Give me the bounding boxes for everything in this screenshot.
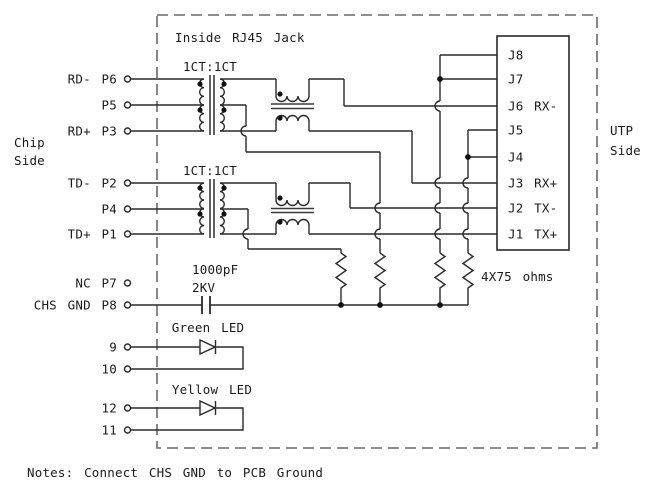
chip-pin-label-11: 11 [102,423,117,438]
resistor-array-label: 4X75 ohms [481,269,554,284]
dot-rx-pri-top [197,81,203,87]
rx-choke-windings [275,79,310,131]
chip-pin-label-9: 9 [109,340,117,355]
junction-bus-2 [377,302,383,308]
tx-transformer-core [209,179,215,238]
dot-tx-choke-bottom [277,219,283,225]
chip-pin-terminals [123,75,132,434]
jack-pin-label-j5: J5 [508,123,523,138]
green-led-label: Green LED [172,320,245,335]
rx-choke [271,79,314,131]
junction-j4 [465,154,471,160]
jack-pin-label-j2: J2 TX- [508,201,557,216]
chip-pin-label-p7: NC P7 [75,276,117,291]
chip-pin-label-p3: RD+ P3 [68,124,117,139]
pin-terminal-p4 [123,205,132,213]
dot-rx-choke-top [277,91,283,97]
yellow-led-label: Yellow LED [172,382,252,397]
capacitor-rating-label: 2KV [192,280,215,295]
chip-pin-label-p2: TD- P2 [68,176,117,191]
jack-pin-label-j6: J6 RX- [508,99,557,114]
yellow-led-circuit [130,399,244,431]
capacitor-value-label: 1000pF [192,262,238,277]
dot-tx-pri-top [197,185,203,191]
jack-pin-label-j3: J3 RX+ [508,176,557,191]
jack-pin-label-j7: J7 [508,72,523,87]
pin-terminal-p6 [123,75,132,83]
notes-text: Notes: Connect CHS GND to PCB Ground [27,465,323,480]
chip-pin-label-p8: CHS GND P8 [34,298,117,313]
chip-pin-label-p4: P4 [102,202,117,217]
utp-side-label-2: Side [610,143,641,158]
pin-terminal-12 [123,404,132,412]
chip-pin-label-10: 10 [102,362,117,377]
chip-pin-label-p5: P5 [102,98,117,113]
dot-rx-sec-top [221,81,227,87]
chip-pin-label-p1: TD+ P1 [68,227,117,242]
dot-rx-choke-bottom [277,115,283,121]
chip-pin-label-12: 12 [102,401,117,416]
junction-dots [338,76,471,308]
resistor-4 [461,252,475,305]
dot-tx-sec-mid [221,211,227,217]
pin-terminal-p3 [123,127,132,135]
j8-j7-termination-wires [434,54,497,253]
pin-terminal-p2 [123,179,132,187]
dot-tx-sec-top [221,185,227,191]
pin-terminal-p1 [123,230,132,238]
rx-ratio-label: 1CT:1CT [183,59,237,74]
tx-choke-core [271,207,314,214]
polarity-dots [197,81,283,225]
tx-primary-winding [199,182,205,235]
resistor-3 [433,252,447,305]
resistor-1 [334,252,348,305]
chip-pin-label-p6: RD- P6 [68,72,117,87]
rx-choke-core [271,103,314,110]
chip-pin-wires [130,78,204,235]
pin-terminal-p8 [123,301,132,309]
junction-bus-1 [338,302,344,308]
rx-transformer-core [209,75,215,135]
rx-route-wires [220,78,497,184]
resistor-2 [373,252,387,305]
tx-ratio-label: 1CT:1CT [183,163,237,178]
tx-choke-windings [275,183,310,234]
pin-terminal-10 [123,365,132,373]
rx-primary-winding [198,78,205,132]
tx-choke [271,183,314,234]
j5-j4-termination-wires [462,129,497,253]
junction-bus-3 [437,302,443,308]
dot-rx-sec-mid [221,107,227,113]
pin-terminal-p5 [123,101,132,109]
jack-shield-boundary [156,14,598,449]
green-led-circuit [130,338,244,370]
chip-side-label-1: Chip [14,135,45,150]
dot-tx-choke-top [277,195,283,201]
rj45-jack-box [496,35,570,251]
utp-side-label-1: UTP [610,123,633,138]
pin-terminal-11 [123,426,132,434]
junction-j7 [437,76,443,82]
pin-terminal-p7 [123,279,132,287]
dot-tx-pri-mid [197,211,203,217]
jack-pin-label-j8: J8 [508,48,523,63]
chip-side-label-2: Side [14,153,45,168]
dot-rx-pri-mid [197,107,203,113]
jack-pin-label-j1: J1 TX+ [508,227,557,242]
inside-jack-title: Inside RJ45 Jack [175,30,305,45]
capacitor [201,296,211,314]
tx-route-wires [220,182,497,250]
jack-pin-label-j4: J4 [508,150,523,165]
rx-centertap-drop [374,152,381,253]
pin-terminal-9 [123,343,132,351]
